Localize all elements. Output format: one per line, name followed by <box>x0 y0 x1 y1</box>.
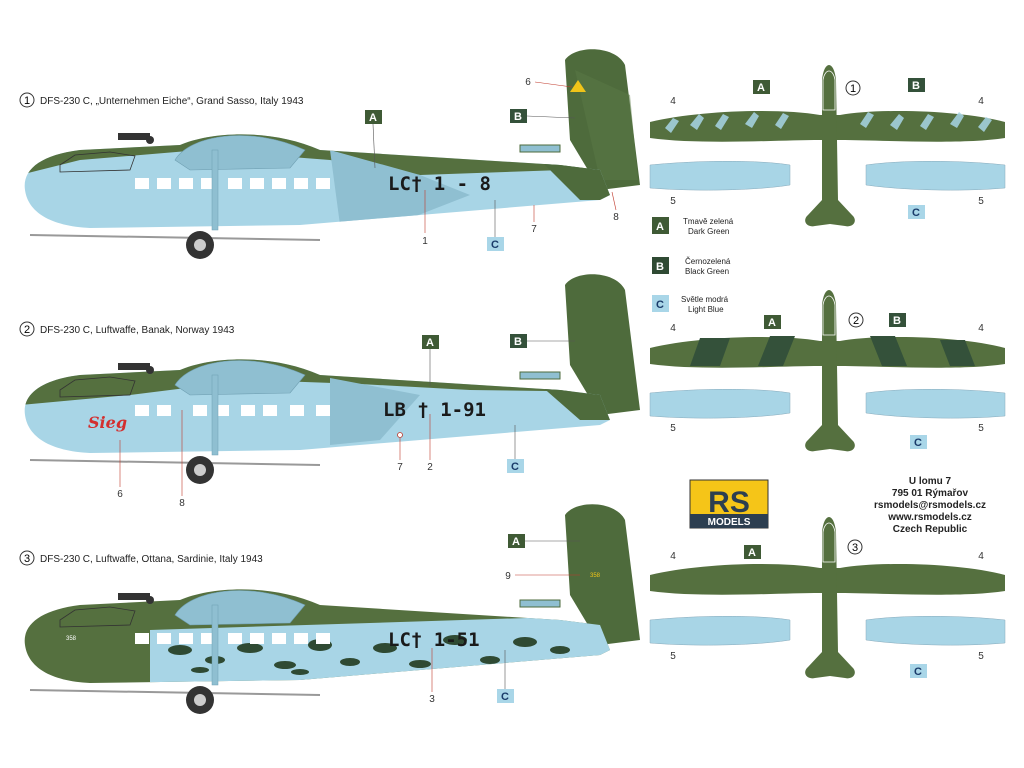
callout-4: 4 <box>670 551 676 562</box>
callout-7: 7 <box>397 462 403 473</box>
planview-1: 1 A B 4 4 5 5 C <box>649 65 1006 227</box>
callout-b: B <box>514 111 522 123</box>
profile-2-nose-art: Sieg <box>88 413 127 432</box>
callout-5: 5 <box>978 423 984 434</box>
callout-a: A <box>757 82 765 94</box>
profile-1-windows <box>135 178 330 189</box>
rs-models-logo: RS MODELS <box>689 479 769 529</box>
legend-key-c: C <box>656 299 664 311</box>
profile-1: 1 DFS-230 C, „Unternehmen Eiche“, Grand … <box>19 49 640 259</box>
callout-5: 5 <box>670 423 676 434</box>
callout-c: C <box>914 437 922 449</box>
legend-en-a: Dark Green <box>688 227 729 236</box>
logo-models: MODELS <box>708 517 751 528</box>
callout-5: 5 <box>670 196 676 207</box>
profile-3-camo-squiggles <box>168 635 570 675</box>
callout-a: A <box>426 337 434 349</box>
legend-swatch-c <box>652 295 669 312</box>
profile-3-tail-code: 358 <box>590 573 601 579</box>
legend-cz-a: Tmavě zelená <box>683 217 734 226</box>
callout-c: C <box>511 461 519 473</box>
callout-a: A <box>512 536 520 548</box>
legend-key-b: B <box>656 261 664 273</box>
profile-3-number: 3 <box>24 553 30 565</box>
callout-9: 9 <box>505 571 511 582</box>
address-country: Czech Republic <box>893 524 968 535</box>
profile-2-number: 2 <box>24 324 30 336</box>
callout-8: 8 <box>613 212 619 223</box>
callout-1: 1 <box>422 236 428 247</box>
legend-en-c: Light Blue <box>688 305 724 314</box>
profile-3: 3 DFS-230 C, Luftwaffe, Ottana, Sardinie… <box>19 504 640 714</box>
legend-cz-c: Světle modrá <box>681 295 729 304</box>
address-street: U lomu 7 <box>909 476 952 487</box>
callout-5: 5 <box>978 196 984 207</box>
callout-2: 2 <box>427 462 433 473</box>
callout-8: 8 <box>179 498 185 509</box>
legend-key-a: A <box>656 221 664 233</box>
profile-2: 2 DFS-230 C, Luftwaffe, Banak, Norway 19… <box>19 274 640 509</box>
callout-4: 4 <box>978 551 984 562</box>
profile-2-registration: LB † 1-91 <box>383 399 486 421</box>
machine-gun-icon <box>118 133 150 140</box>
planview-2-number: 2 <box>853 315 859 327</box>
legend-swatch-a <box>652 217 669 234</box>
address-email: rsmodels@rsmodels.cz <box>874 500 986 511</box>
profile-1-title: DFS-230 C, „Unternehmen Eiche“, Grand Sa… <box>40 96 304 107</box>
planview-3-number: 3 <box>852 542 858 554</box>
callout-6: 6 <box>525 77 531 88</box>
machine-gun-icon <box>118 593 150 600</box>
profile-3-registration: LC† 1-51 <box>388 629 480 651</box>
profile-3-windows <box>135 633 330 644</box>
address-web: www.rsmodels.cz <box>887 512 972 523</box>
color-legend: A Tmavě zelená Dark Green B Černozelená … <box>652 217 734 314</box>
planview-3: 3 A 4 4 5 5 C <box>649 517 1006 679</box>
company-address: U lomu 7 795 01 Rýmařov rsmodels@rsmodel… <box>874 476 986 535</box>
profile-1-registration: LC† 1 - 8 <box>388 173 491 195</box>
callout-4: 4 <box>670 96 676 107</box>
legend-cz-b: Černozelená <box>685 257 731 266</box>
callout-a: A <box>748 547 756 559</box>
machine-gun-icon <box>118 363 150 370</box>
callout-c: C <box>912 207 920 219</box>
callout-c: C <box>501 691 509 703</box>
callout-7: 7 <box>531 224 537 235</box>
callout-4: 4 <box>978 323 984 334</box>
profile-3-nose-code: 358 <box>66 636 77 642</box>
callout-b: B <box>514 336 522 348</box>
callout-a: A <box>369 112 377 124</box>
swastika-triangle-icon <box>570 80 586 92</box>
planview-1-number: 1 <box>850 83 856 95</box>
callout-b: B <box>912 80 920 92</box>
callout-5: 5 <box>670 651 676 662</box>
legend-en-b: Black Green <box>685 267 729 276</box>
callout-4: 4 <box>670 323 676 334</box>
profile-3-tail-fin <box>565 504 640 645</box>
callout-c: C <box>914 666 922 678</box>
callout-6: 6 <box>117 489 123 500</box>
callout-3: 3 <box>429 694 435 705</box>
profile-2-windows <box>135 405 330 416</box>
callout-4: 4 <box>978 96 984 107</box>
profile-2-tail-fin <box>565 274 640 415</box>
profile-3-title: DFS-230 C, Luftwaffe, Ottana, Sardinie, … <box>40 554 263 565</box>
legend-swatch-b <box>652 257 669 274</box>
address-city: 795 01 Rýmařov <box>892 488 969 499</box>
profile-1-number: 1 <box>24 95 30 107</box>
logo-rs: RS <box>708 486 750 519</box>
callout-c: C <box>491 239 499 251</box>
profile-2-title: DFS-230 C, Luftwaffe, Banak, Norway 1943 <box>40 325 235 336</box>
planview-2: 2 A B 4 4 5 5 C <box>649 290 1006 452</box>
callout-b: B <box>893 315 901 327</box>
callout-a: A <box>768 317 776 329</box>
callout-5: 5 <box>978 651 984 662</box>
